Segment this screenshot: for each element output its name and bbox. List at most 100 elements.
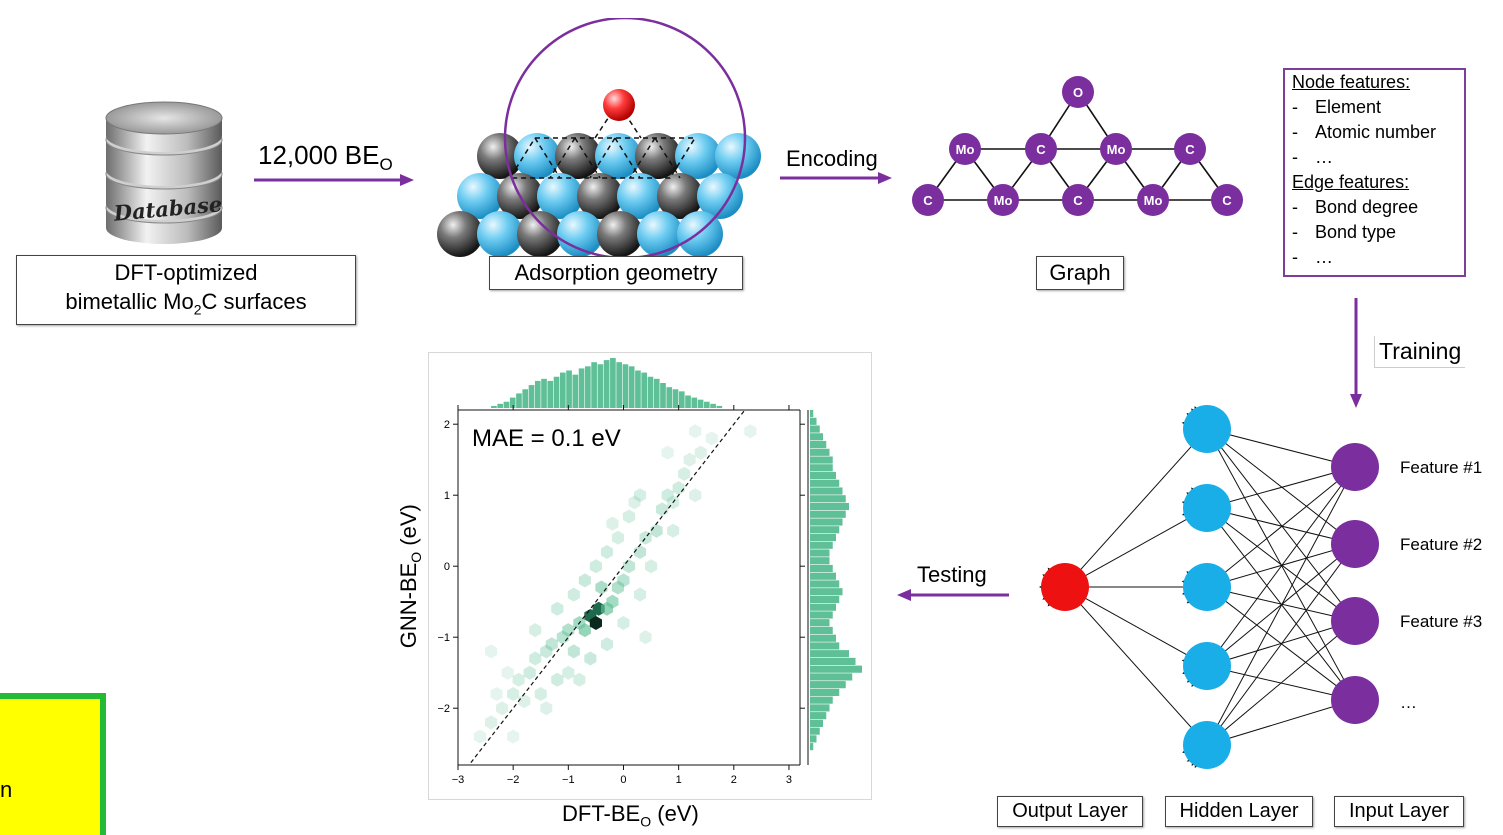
y-axis-label-subscript: O xyxy=(408,551,425,563)
y-histogram-bar xyxy=(810,417,817,425)
hexbin-cell xyxy=(639,630,652,645)
arrow1-label: 12,000 BEO xyxy=(258,140,393,175)
hexbin-cell xyxy=(501,665,514,680)
metal-atom-blue xyxy=(675,133,721,179)
metal-atom-dark xyxy=(577,173,623,219)
graph-node xyxy=(912,184,944,216)
dash: - xyxy=(1292,197,1298,217)
y-histogram-bar xyxy=(810,611,833,619)
hexbin-cell xyxy=(634,545,647,559)
adsorption-caption: Adsorption geometry xyxy=(489,256,743,290)
y-tick-label: 0 xyxy=(444,561,450,573)
y-histogram-bar xyxy=(810,688,840,696)
hexbin-cell xyxy=(523,665,536,680)
hidden-neuron xyxy=(1183,405,1231,453)
plot-annotation: MAE = 0.1 eV xyxy=(472,425,621,452)
y-histogram-bar xyxy=(810,673,853,681)
y-histogram-bar xyxy=(810,665,862,673)
x-histogram-bar xyxy=(603,360,610,408)
neural-network xyxy=(1039,405,1379,769)
x-histogram-bar xyxy=(710,403,716,408)
x-histogram-bar xyxy=(528,385,535,408)
graph-node-label: O xyxy=(1073,85,1083,100)
graph-node xyxy=(1100,133,1132,165)
y-histogram-bar xyxy=(810,433,823,441)
hexbin-cell xyxy=(551,601,564,616)
network-connection xyxy=(1194,406,1367,722)
y-histogram-bar xyxy=(810,603,836,611)
database-cylinder-icon xyxy=(105,101,223,244)
hexbin-cell xyxy=(689,424,702,439)
hexbin-cell xyxy=(529,651,542,666)
input-neuron xyxy=(1331,597,1379,645)
y-histogram-bar xyxy=(810,557,830,565)
dash: - xyxy=(1292,247,1298,267)
x-histogram-bar xyxy=(566,370,572,408)
input-neuron xyxy=(1331,520,1379,568)
y-histogram-bar xyxy=(810,518,843,526)
graph-node xyxy=(1062,184,1094,216)
x-histogram-bar xyxy=(622,364,629,408)
node-feature-text: Atomic number xyxy=(1315,122,1437,142)
hexbin-cell xyxy=(683,452,696,467)
arrow-left-icon xyxy=(897,589,1009,601)
hexbin-cell xyxy=(634,488,647,503)
x-tick-label: −3 xyxy=(452,774,465,786)
y-histogram-bar xyxy=(810,564,833,573)
metal-atom-dark xyxy=(597,211,643,257)
graph-node xyxy=(1174,133,1206,165)
hexbin-cell xyxy=(562,665,575,680)
y-histogram-bar xyxy=(810,425,820,433)
hexbin-cell xyxy=(595,580,608,595)
y-histogram-bar xyxy=(810,743,814,751)
database-caption-line2: bimetallic Mo2C surfaces xyxy=(17,287,355,324)
metal-atom-blue xyxy=(617,173,663,219)
x-tick-label: −2 xyxy=(507,774,520,786)
node-feature-text: Element xyxy=(1315,97,1382,117)
caption-text: bimetallic Mo xyxy=(65,289,194,314)
hexbin-cell xyxy=(689,488,702,503)
y-tick-label: −1 xyxy=(437,632,450,644)
y-histogram-bar xyxy=(810,595,840,604)
hexbin-cell xyxy=(661,445,674,460)
y-histogram-bar xyxy=(810,456,833,464)
hidden-neuron xyxy=(1183,563,1231,611)
y-histogram-bar xyxy=(810,495,846,503)
caption-subscript: 2 xyxy=(193,301,202,318)
training-label: Training xyxy=(1374,336,1466,368)
metal-atom-blue xyxy=(637,211,683,257)
arrow-right-icon xyxy=(780,172,892,184)
x-histogram-bar xyxy=(703,401,710,408)
features-box: Node features: -Element -Atomic number -… xyxy=(1283,68,1466,277)
dash: - xyxy=(1292,97,1298,117)
database-caption: DFT-optimized bimetallic Mo2C surfaces xyxy=(16,255,356,325)
encoding-label: Encoding xyxy=(786,146,878,171)
graph-node-label: Mo xyxy=(956,142,975,157)
x-histogram-bar xyxy=(553,376,560,408)
hexbin-cell xyxy=(628,495,641,510)
x-axis-label-text: DFT-BE xyxy=(562,801,641,826)
graph-node-label: C xyxy=(1073,193,1083,208)
input-layer-label: Input Layer xyxy=(1334,796,1464,827)
graph-node xyxy=(1025,133,1057,165)
x-histogram-bar xyxy=(691,397,698,408)
y-histogram-bar xyxy=(810,735,817,743)
metal-atom-dark xyxy=(555,133,601,179)
caption-text-end: C surfaces xyxy=(201,289,307,314)
plot-frame xyxy=(428,352,872,800)
dashed-lattice xyxy=(508,101,697,179)
hexbin-cell xyxy=(485,715,498,730)
x-histogram-bar xyxy=(516,393,522,408)
x-axis-label-subscript: O xyxy=(640,813,652,830)
y-histogram-bar xyxy=(810,681,846,689)
node-features-header: Node features: xyxy=(1292,72,1411,92)
edge-features-header: Edge features: xyxy=(1292,172,1410,192)
x-histogram-bar xyxy=(635,370,641,408)
hexbin-cell xyxy=(578,623,591,638)
hexbin-cell xyxy=(584,651,597,666)
input-feature-label: Feature #3 xyxy=(1400,612,1483,631)
hidden-layer-label: Hidden Layer xyxy=(1165,796,1313,827)
y-histogram-bar xyxy=(810,634,836,642)
hexbin-cell xyxy=(606,594,619,609)
